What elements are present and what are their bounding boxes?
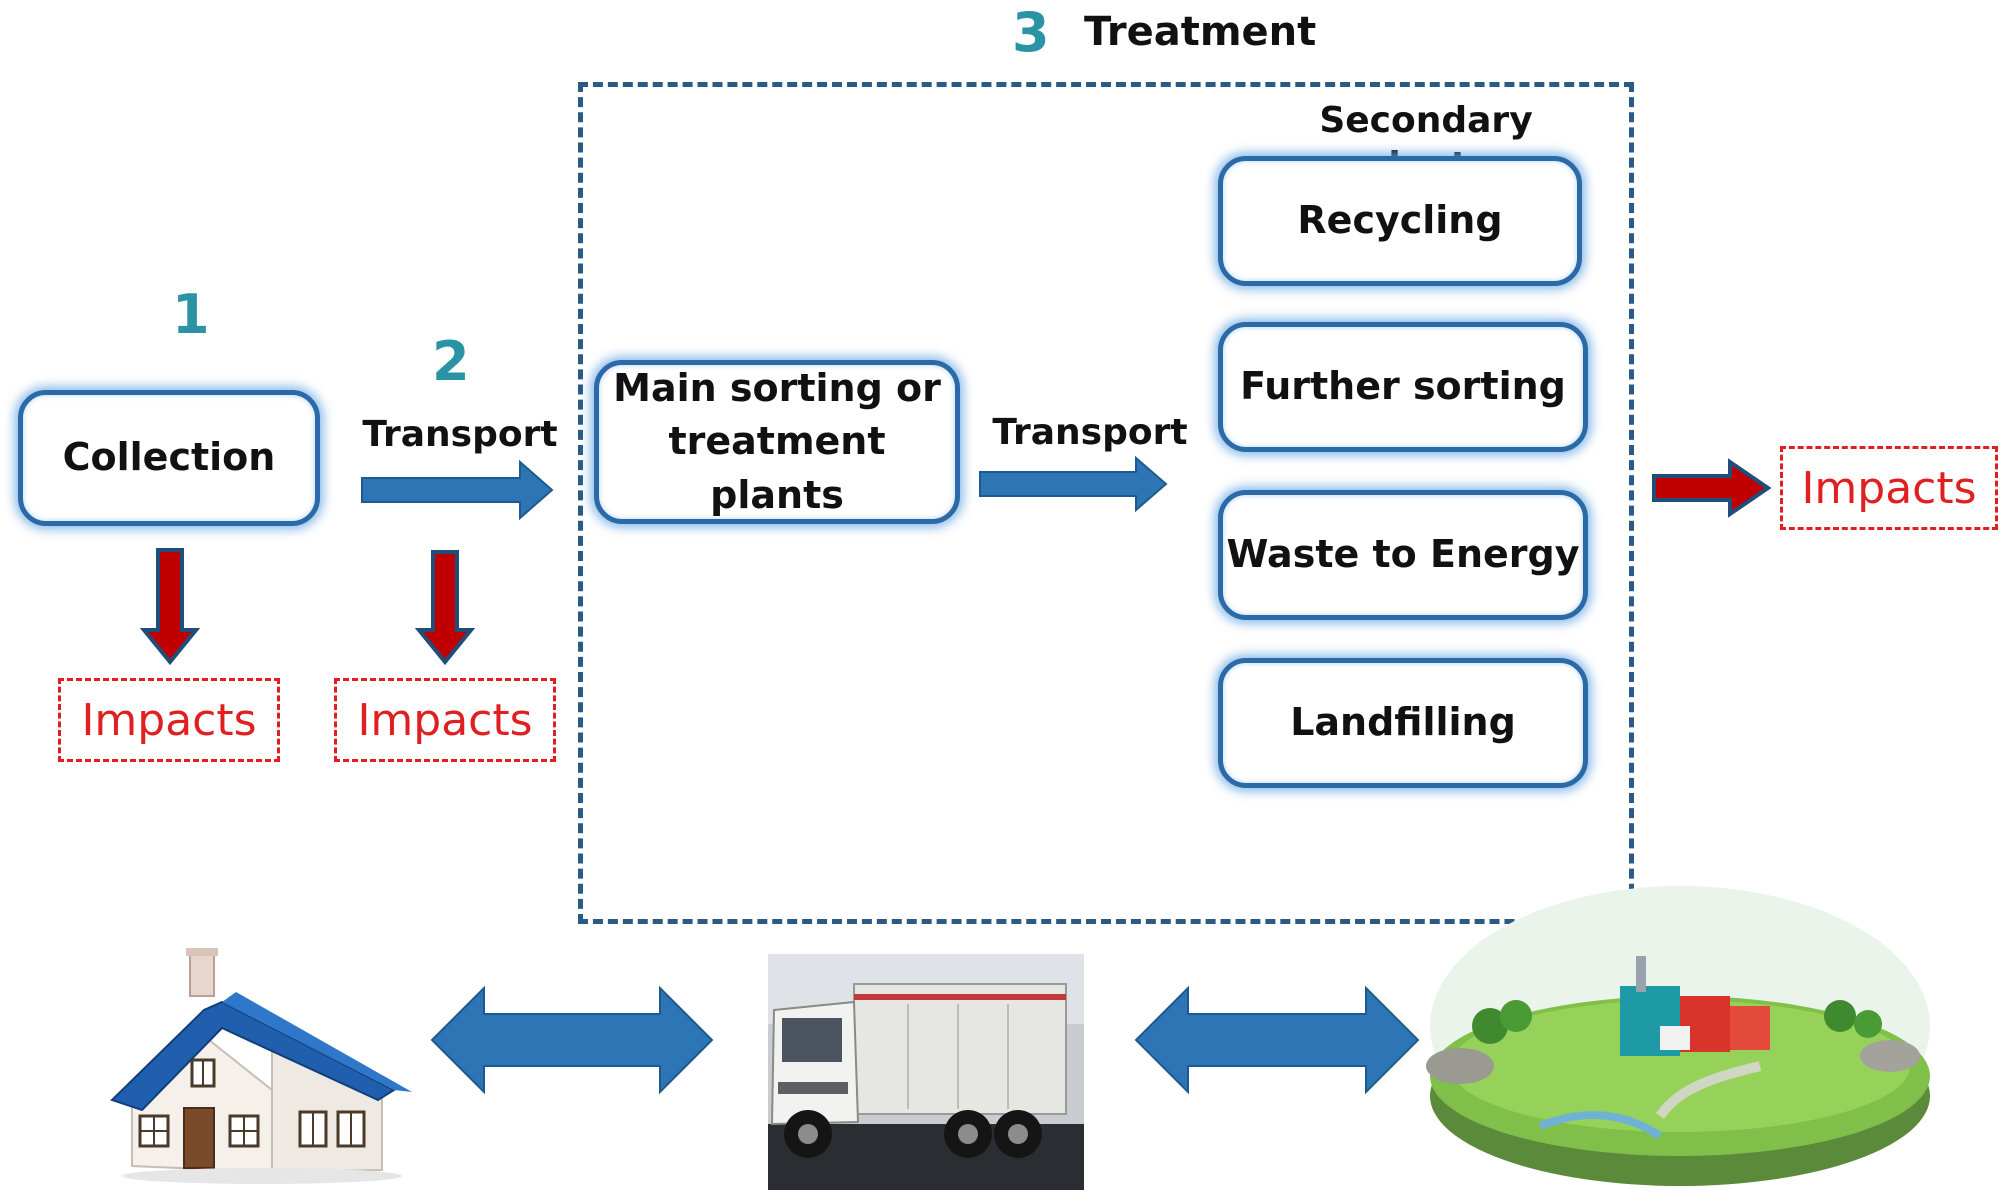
further-sorting-label: Further sorting: [1240, 364, 1566, 409]
collection-impacts-box: Impacts: [58, 678, 280, 762]
transport-impacts-box: Impacts: [334, 678, 556, 762]
collection-box: Collection: [18, 390, 320, 526]
treatment-landscape-image: [1426, 886, 1930, 1186]
landfilling-label: Landfilling: [1290, 700, 1516, 745]
transport-label: Transport: [362, 414, 558, 455]
waste-to-energy-label: Waste to Energy: [1226, 532, 1580, 577]
treatment-impacts-label: Impacts: [1801, 462, 1977, 514]
collection-label: Collection: [62, 435, 276, 480]
treatment-impacts-box: Impacts: [1780, 446, 1998, 530]
impact-arrow-collection: [139, 548, 201, 666]
step-number-1: 1: [172, 283, 210, 346]
step-number-3: 3: [1012, 1, 1050, 64]
treatment-frame: [578, 82, 1634, 924]
garbage-truck-photo: [768, 954, 1084, 1190]
treatment-title: Treatment: [1084, 9, 1317, 55]
landfilling-box: Landfilling: [1218, 658, 1588, 788]
flow-arrow-transport: [361, 459, 554, 521]
house-icon: [110, 948, 412, 1184]
recycling-box: Recycling: [1218, 156, 1582, 286]
impact-arrow-treatment: [1652, 458, 1772, 518]
step-number-2: 2: [432, 330, 470, 393]
double-arrow-right: [1134, 985, 1420, 1095]
collection-impacts-label: Impacts: [81, 694, 257, 746]
transport-impacts-label: Impacts: [357, 694, 533, 746]
impact-arrow-transport: [414, 550, 476, 666]
internal-transport-label: Transport: [992, 412, 1188, 453]
main-sorting-label: Main sorting or treatment plants: [613, 366, 941, 517]
double-arrow-left: [430, 985, 714, 1095]
recycling-label: Recycling: [1297, 198, 1503, 243]
further-sorting-box: Further sorting: [1218, 322, 1588, 452]
waste-to-energy-box: Waste to Energy: [1218, 490, 1588, 620]
flow-arrow-internal-transport: [979, 455, 1168, 513]
main-sorting-box: Main sorting or treatment plants: [594, 360, 960, 524]
